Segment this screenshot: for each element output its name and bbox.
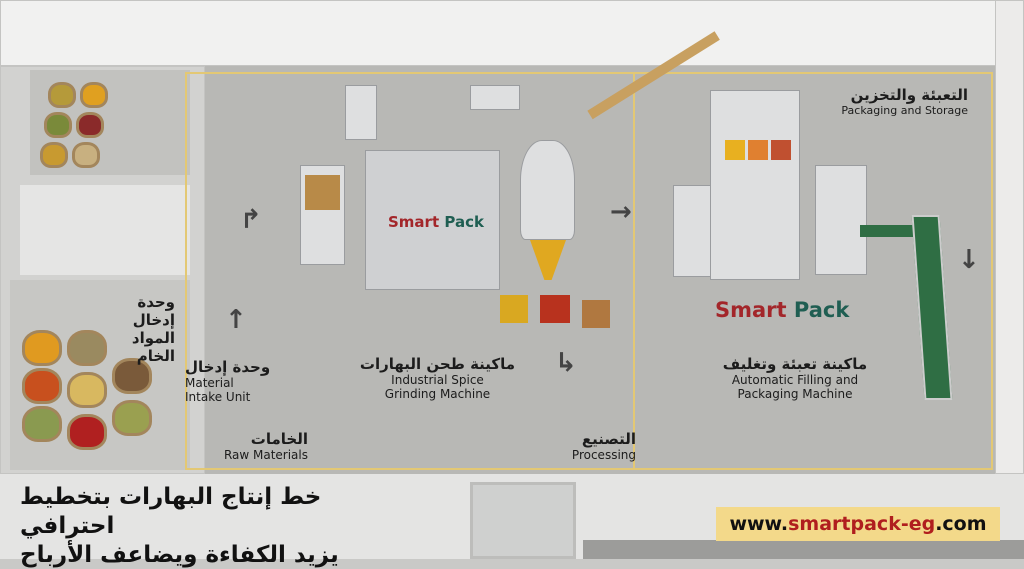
cyclone-separator: [520, 140, 575, 240]
cyclone-top: [470, 85, 520, 110]
grinder-label: ماكينة طحن البهارات Industrial Spice Gri…: [359, 355, 516, 402]
front-door: [470, 482, 576, 559]
multihead-filler: [710, 90, 800, 280]
horizontal-conveyor: [860, 225, 920, 237]
raw-intake-room-label: وحدة إدخال المواد الخام: [131, 293, 175, 365]
processing-zone-label: التصنيع Processing: [571, 430, 636, 462]
flow-arrow-to-packaging: →: [610, 197, 632, 227]
office-room: [20, 185, 190, 275]
bin-cumin: [582, 300, 610, 328]
bin-turmeric: [500, 295, 528, 323]
intake-hopper-spice: [305, 175, 340, 210]
brand-logo-floor: Smart Pack: [715, 298, 850, 322]
intake-unit-label: وحدة إدخال Material Intake Unit: [185, 358, 271, 405]
right-wall: [995, 0, 1024, 474]
grinding-machine: [365, 150, 500, 290]
feed-hopper: [345, 85, 377, 140]
packaging-zone-label: التعبئة والتخزين Packaging and Storage: [841, 86, 968, 117]
raw-materials-zone-label: الخامات Raw Materials: [223, 430, 308, 462]
flow-arrow-intake: ↱: [240, 205, 262, 235]
brand-logo-grinder: Smart Pack: [388, 213, 484, 231]
bin-paprika: [540, 295, 570, 323]
flow-arrow-up: ↑: [225, 305, 247, 335]
auger-filler: [815, 165, 867, 275]
headline: خط إنتاج البهارات بتخطيط احترافي يزيد ال…: [20, 484, 339, 568]
back-wall: [0, 0, 1024, 66]
packer-label: ماكينة تعبئة وتغليف Automatic Filling an…: [722, 355, 868, 402]
packaging-zone: [633, 72, 993, 470]
flow-arrow-processing: ↳: [555, 348, 577, 378]
flow-arrow-output: ↓: [958, 245, 980, 275]
website-banner[interactable]: www.smartpack-eg.com: [716, 507, 1000, 541]
front-floor-strip: [583, 540, 1024, 559]
